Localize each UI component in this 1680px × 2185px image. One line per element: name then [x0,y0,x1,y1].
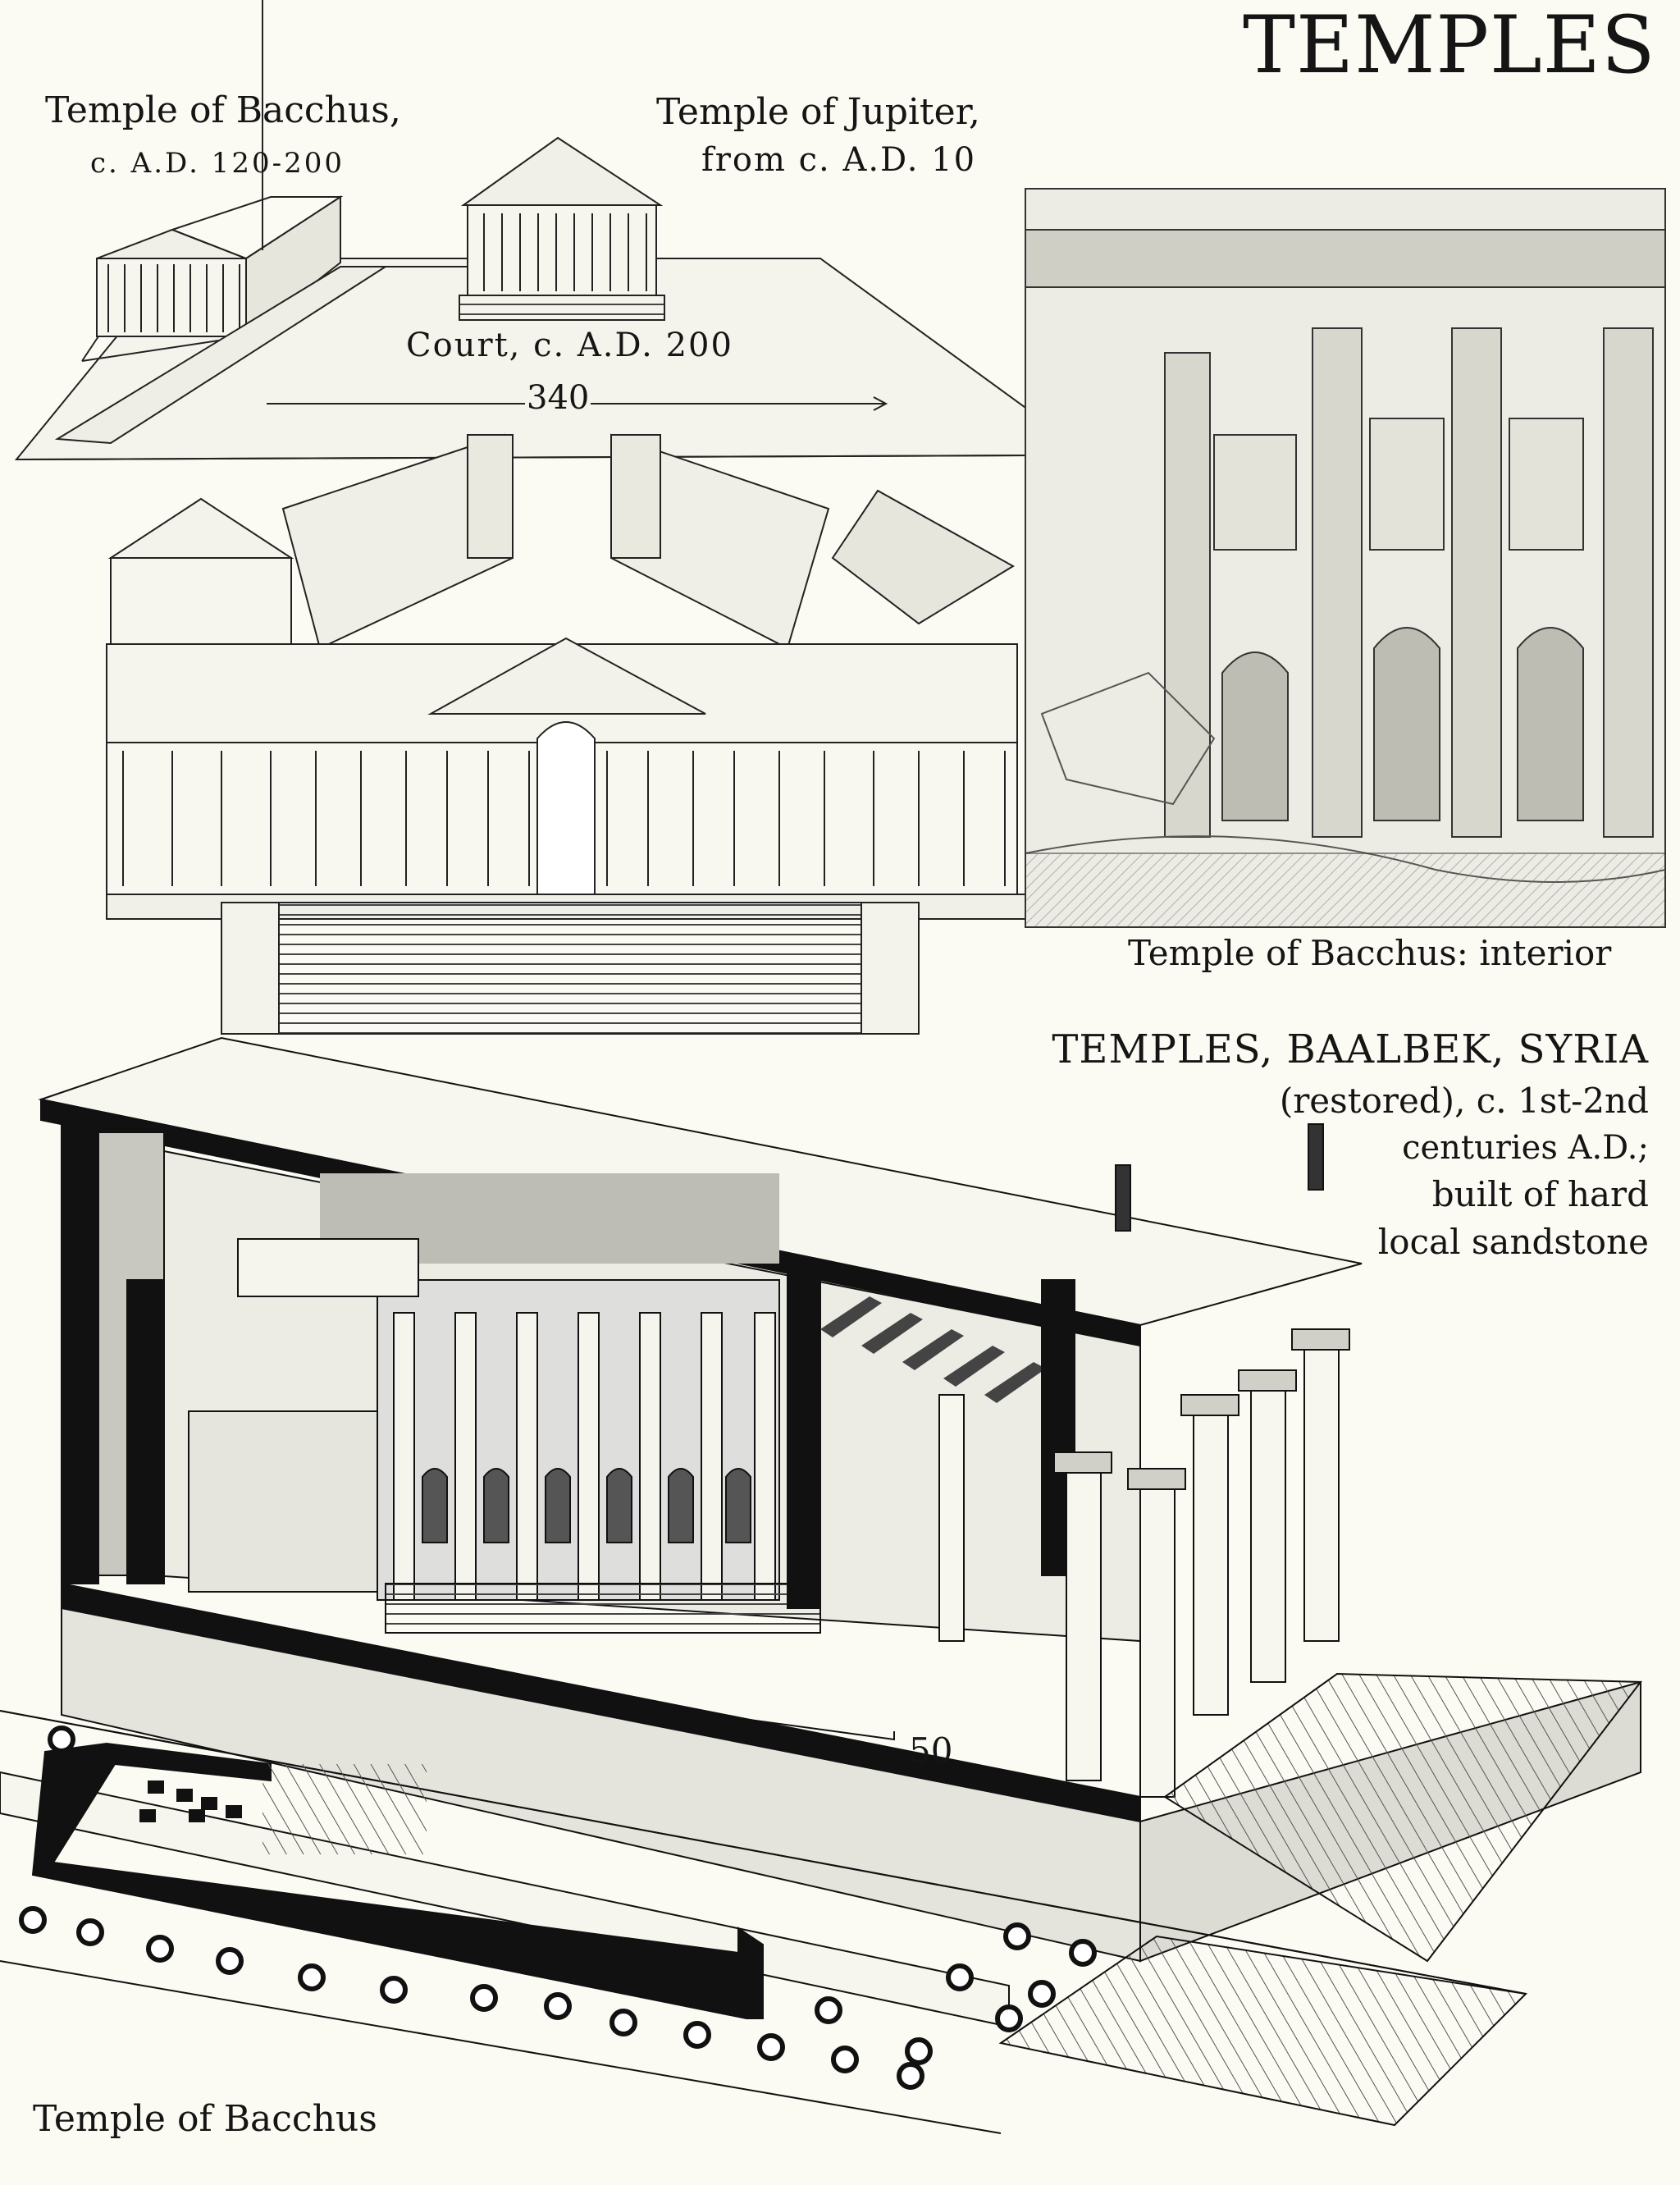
caption-line-2: centuries A.D.; [1402,1129,1649,1167]
caption-line-4: local sandstone [1377,1222,1649,1262]
caption-line-1: (restored), c. 1st-2nd [1279,1081,1649,1121]
bacchus-ground-plan [0,1710,1528,2134]
court-label: Court, c. A.D. 200 [406,327,733,364]
adyton [188,1238,821,1634]
section-scale-label: 50 [909,1730,953,1771]
bacchus-temple-date: c. A.D. 120-200 [90,147,345,180]
interior-caption: Temple of Bacchus: interior [1128,933,1612,973]
jupiter-temple-small [459,136,665,321]
court-scale-label: 340 [527,379,590,417]
plan-caption: Temple of Bacchus [33,2098,377,2140]
aerial-complex-drawing [14,0,1094,1035]
page-heading: TEMPLES [1243,0,1656,91]
bacchus-temple-small [81,0,344,362]
caption-title: TEMPLES, BAALBEK, SYRIA [1052,1026,1649,1072]
bacchus-temple-name: Temple of Bacchus, [45,89,401,131]
court-colonnades [281,433,830,650]
jupiter-temple-date: from c. A.D. 10 [701,141,977,179]
jupiter-temple-name: Temple of Jupiter, [656,91,980,133]
bacchus-interior-sketch [1025,188,1666,928]
caption-line-3: built of hard [1431,1174,1649,1214]
propylaea-front [106,489,1034,1035]
